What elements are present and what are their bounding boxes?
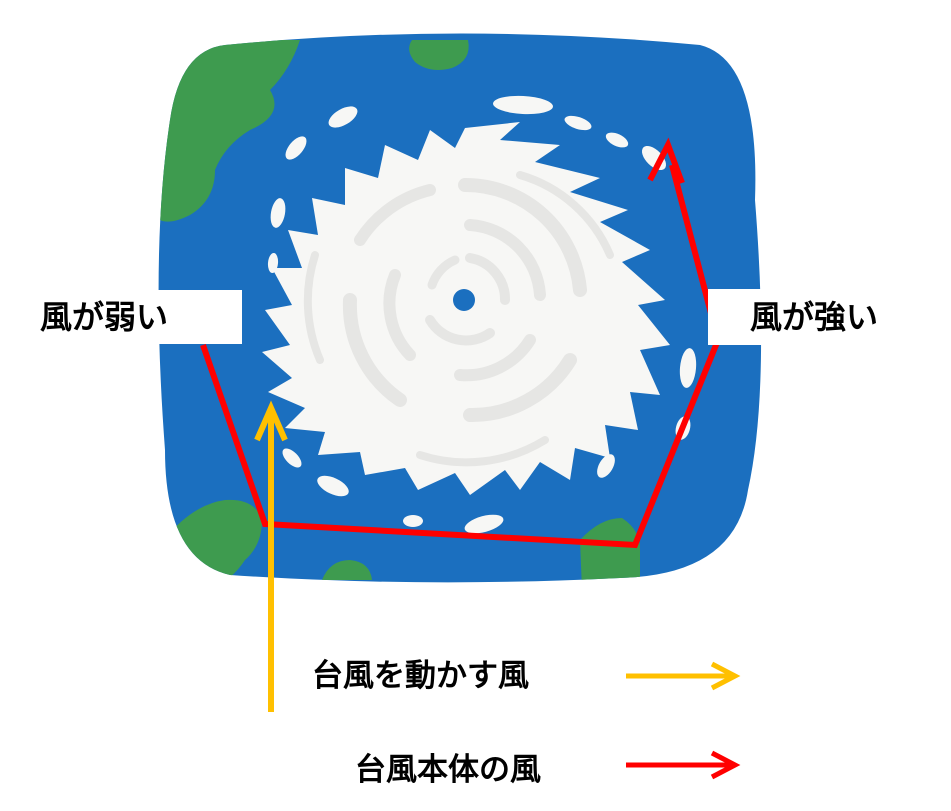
land-bottom-right <box>580 518 640 583</box>
land-top-center <box>409 40 469 70</box>
typhoon-wind-arrow <box>200 137 722 549</box>
legend-body-arrow <box>626 750 741 780</box>
typhoon-wind-arrowhead <box>647 137 685 185</box>
typhoon-wind-path <box>200 164 722 549</box>
legend-typhoon-wind-text: 台風本体の風 <box>355 752 541 788</box>
land-bottom-center <box>322 560 372 580</box>
legend-steering-arrow <box>626 661 741 691</box>
typhoon-satellite-icon <box>158 33 762 583</box>
cyclone-swirls <box>303 171 614 467</box>
legend-steering-wind-text: 台風を動かす風 <box>312 658 529 694</box>
strong-wind-label: 風が強い <box>708 289 951 345</box>
weak-wind-label: 風が弱い <box>0 290 242 344</box>
typhoon-eye <box>453 289 475 311</box>
land-top-left <box>160 40 300 222</box>
steering-wind-arrowhead <box>254 400 288 442</box>
steering-wind-arrow <box>254 400 288 712</box>
